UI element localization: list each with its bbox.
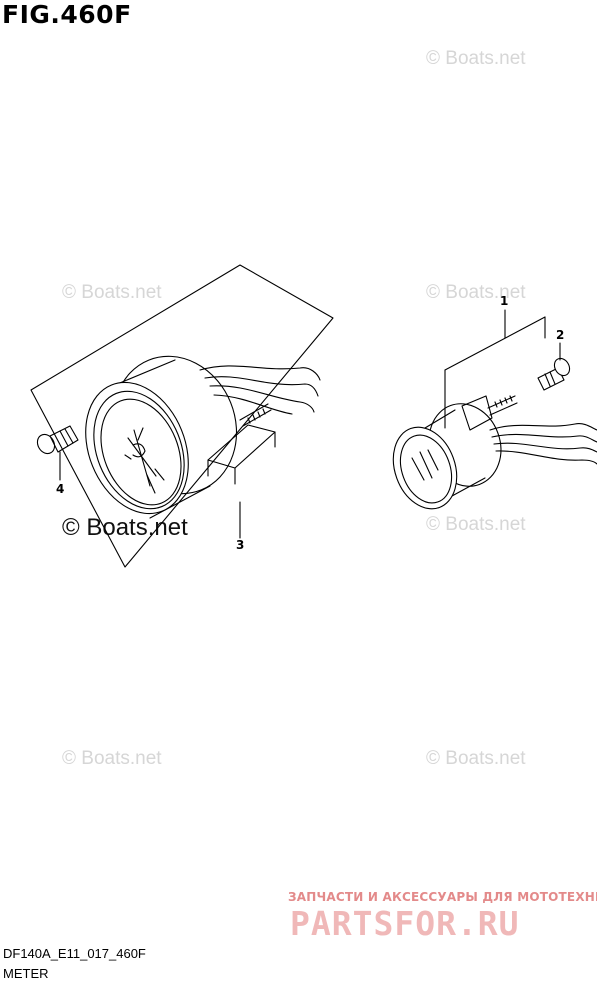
gauge-body-edge <box>114 359 176 386</box>
watermark: © Boats.net <box>426 48 526 69</box>
figure-code: DF140A_E11_017_460F <box>3 946 146 961</box>
seller-logo: PARTSFOR.RU <box>290 904 520 943</box>
gauge-bezel-inner <box>93 390 185 510</box>
meter-face <box>411 449 439 481</box>
wire <box>199 365 321 381</box>
meter-stud <box>489 402 518 416</box>
meter-wire <box>491 433 597 443</box>
figure-caption: METER <box>3 966 49 981</box>
watermark: © Boats.net <box>62 748 162 769</box>
meter-wire <box>495 450 597 465</box>
gauge-face <box>100 398 182 506</box>
mount-bracket <box>207 424 276 469</box>
meter-wire <box>493 442 597 453</box>
gauge-body-edge <box>149 485 211 519</box>
watermark: © Boats.net <box>62 514 188 541</box>
bulb-2 <box>537 357 571 391</box>
callout-1: 1 <box>500 294 509 308</box>
bulb-4 <box>36 425 79 455</box>
callout-3: 3 <box>236 538 245 552</box>
bracket-line-1 <box>444 316 546 371</box>
callout-2: 2 <box>556 328 565 342</box>
figure-title: FIG.460F <box>2 0 132 29</box>
meter-bezel-outer <box>392 426 458 510</box>
meter-assembly-1 <box>392 309 597 510</box>
watermark: © Boats.net <box>426 514 526 535</box>
watermark: © Boats.net <box>426 282 526 303</box>
stud-thread <box>247 408 266 424</box>
watermark: © Boats.net <box>426 748 526 769</box>
callout-4: 4 <box>56 482 65 496</box>
stud-thread <box>494 395 513 408</box>
meter-lug <box>461 395 493 431</box>
wire <box>213 394 293 415</box>
meter-bezel-inner <box>399 434 453 504</box>
threaded-stud <box>242 409 272 427</box>
meter-wire <box>489 423 597 431</box>
gauge-bezel-outer <box>85 381 189 515</box>
seller-tagline: ЗАПЧАСТИ И АКСЕССУАРЫ ДЛЯ МОТОТЕХНИКИ <box>288 890 597 904</box>
threaded-stud <box>239 403 269 421</box>
wire <box>204 376 319 397</box>
watermark: © Boats.net <box>62 282 162 303</box>
gauge-dial <box>124 427 165 494</box>
part-box-3 <box>30 264 334 568</box>
gauge-assembly-3 <box>30 264 334 568</box>
wire <box>209 385 315 413</box>
